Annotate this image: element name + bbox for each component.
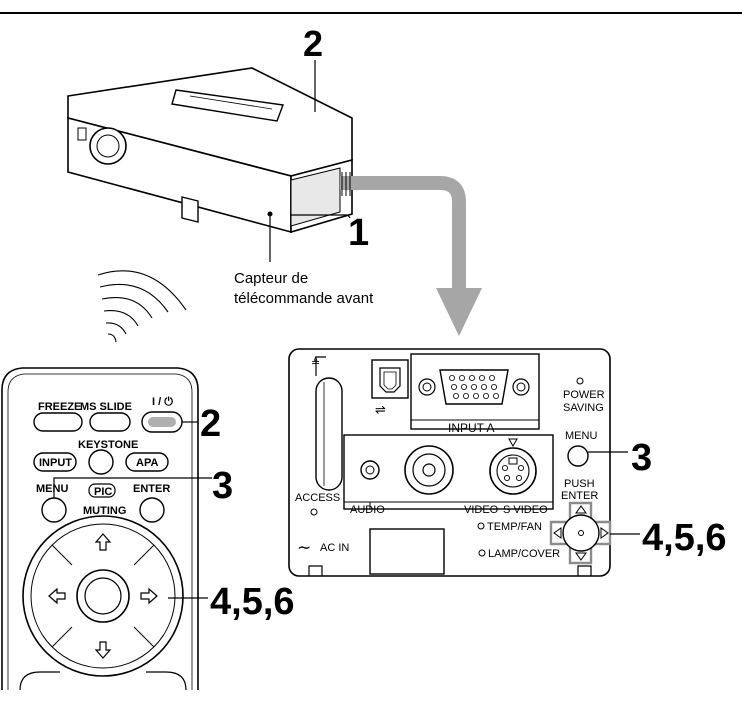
sensor-label-line1: Capteur de xyxy=(234,270,308,287)
projector-illustration xyxy=(67,67,353,234)
remote-arrow-left-icon[interactable] xyxy=(48,587,66,605)
video-label: VIDEO xyxy=(464,504,499,516)
panel-left-icon[interactable] xyxy=(553,527,562,539)
callout-3-remote: 3 xyxy=(212,465,233,507)
remote-input-button[interactable] xyxy=(33,452,77,472)
remote-apa-label: APA xyxy=(136,457,158,469)
remote-pic-button[interactable] xyxy=(88,483,116,498)
temp-fan-label: TEMP/FAN xyxy=(487,521,542,533)
access-indicator xyxy=(310,508,318,516)
vga-port[interactable] xyxy=(418,369,530,405)
power-saving-indicator xyxy=(576,377,584,385)
card-slot-icon: ≜ xyxy=(311,356,320,369)
ac-in-socket[interactable] xyxy=(369,528,445,575)
push-label: PUSH xyxy=(564,478,595,490)
ac-symbol-icon: ∼ xyxy=(297,538,311,557)
panel-right-icon[interactable] xyxy=(600,527,609,539)
panel-menu-label: MENU xyxy=(565,430,597,442)
memory-card-slot[interactable] xyxy=(315,377,343,491)
callout-2-top: 2 xyxy=(303,23,323,64)
remote-arrow-down-icon[interactable] xyxy=(94,641,112,659)
sensor-label-line2: télécommande avant xyxy=(234,290,374,307)
remote-freeze-label: FREEZE xyxy=(38,401,81,413)
remote-ms-slide-label: MS SLIDE xyxy=(80,401,132,413)
callout-456-remote: 4,5,6 xyxy=(210,581,295,623)
remote-muting-label: MUTING xyxy=(83,505,126,517)
usb-icon: ⇌ xyxy=(375,402,386,417)
callout-3-panel: 3 xyxy=(631,437,652,479)
remote-dpad[interactable] xyxy=(22,515,184,677)
remote-menu-label: MENU xyxy=(36,483,68,495)
remote-input-label: INPUT xyxy=(39,457,72,469)
audio-label: AUDIO xyxy=(350,504,385,516)
remote-power-button-highlight xyxy=(148,417,176,427)
remote-apa-button[interactable] xyxy=(125,452,169,472)
remote-enter-button[interactable] xyxy=(139,497,165,523)
access-label: ACCESS xyxy=(295,492,340,504)
panel-direction-pad[interactable] xyxy=(549,501,612,565)
remote-enter-label: ENTER xyxy=(133,483,170,495)
remote-arrow-right-icon[interactable] xyxy=(140,587,158,605)
wireless-signal-icon xyxy=(97,270,187,343)
callout-2-remote: 2 xyxy=(200,403,221,445)
panel-up-icon[interactable] xyxy=(575,505,587,514)
remote-keystone-label: KEYSTONE xyxy=(78,439,138,451)
callout-456-panel: 4,5,6 xyxy=(642,517,727,559)
remote-arrow-up-icon[interactable] xyxy=(94,533,112,551)
input-a-label: INPUT A xyxy=(448,421,494,435)
callout-1: 1 xyxy=(348,212,369,254)
remote-menu-button[interactable] xyxy=(41,497,67,523)
connection-arrow xyxy=(340,172,482,336)
ac-in-label: AC IN xyxy=(320,542,349,554)
remote-ms-slide-button[interactable] xyxy=(89,412,131,432)
s-video-label: S VIDEO xyxy=(503,504,548,516)
temp-fan-indicator xyxy=(477,522,485,530)
remote-power-label: I / ⏻ xyxy=(152,395,173,408)
lamp-cover-indicator xyxy=(478,549,486,557)
power-saving-label-1: POWER xyxy=(563,389,605,401)
remote-pic-label: PIC xyxy=(94,486,112,498)
remote-freeze-button[interactable] xyxy=(33,412,83,432)
remote-keystone-button[interactable] xyxy=(88,449,114,475)
enter-label: ENTER xyxy=(561,490,598,502)
lamp-cover-label: LAMP/COVER xyxy=(488,548,560,560)
panel-menu-button[interactable] xyxy=(567,445,589,467)
power-saving-label-2: SAVING xyxy=(563,402,604,414)
panel-down-icon[interactable] xyxy=(575,552,587,561)
